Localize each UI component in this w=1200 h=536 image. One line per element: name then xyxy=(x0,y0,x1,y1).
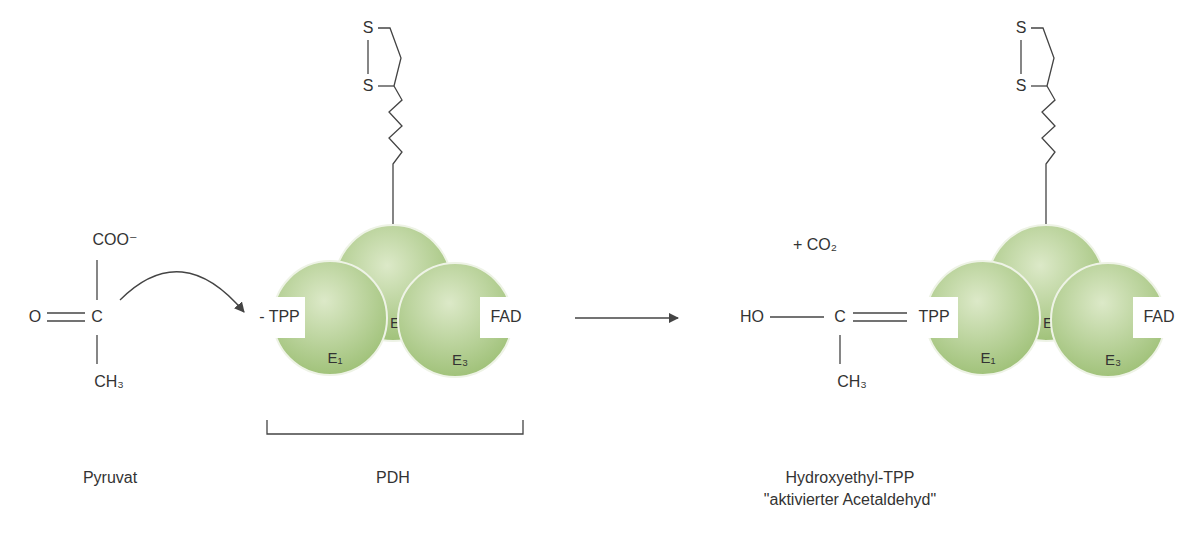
label-holder: COO⁻ xyxy=(93,231,138,249)
caption-label: PDH xyxy=(376,469,410,486)
label-holder: Pyruvat xyxy=(83,469,137,487)
cofactor-label: - TPP xyxy=(259,308,300,326)
double-bond xyxy=(853,312,907,313)
subunit-label: E₁ xyxy=(327,349,342,366)
label-holder: E₃ xyxy=(452,351,468,369)
carbon-chain xyxy=(1042,86,1055,226)
caption-label: "aktivierter Acetaldehyd" xyxy=(764,491,936,508)
methyl-group: CH₃ xyxy=(94,373,124,390)
label-holder: O xyxy=(29,308,41,326)
label-holder: "aktivierter Acetaldehyd" xyxy=(764,491,936,509)
reaction-arrow xyxy=(575,317,678,318)
label-holder: CH₃ xyxy=(94,373,124,391)
disulfide-bond xyxy=(367,40,368,74)
lipoamide-arm xyxy=(1021,28,1055,226)
cofactor-site: FAD xyxy=(480,297,532,338)
cofactor-site: TPP xyxy=(910,297,958,338)
label-holder: S xyxy=(363,77,374,95)
cofactor-site: - TPP xyxy=(254,297,305,338)
cofactor-site: FAD xyxy=(1133,297,1185,338)
single-bond xyxy=(770,316,824,317)
label-holder: E₃ xyxy=(1105,351,1121,369)
label-holder: S xyxy=(363,19,374,37)
caption-label: Hydroxyethyl-TPP xyxy=(786,469,915,486)
cofactor-label: FAD xyxy=(1143,308,1174,326)
label-holder: Hydroxyethyl-TPP xyxy=(786,469,915,487)
subunit-label: E₁ xyxy=(980,349,995,366)
enzyme-subunit: E₁- TPP xyxy=(271,259,389,377)
cofactor-label: TPP xyxy=(918,308,949,326)
label-holder: S xyxy=(1016,77,1027,95)
oxygen-atom: O xyxy=(29,308,41,325)
label-holder: E₁ xyxy=(327,349,342,367)
ring-bond xyxy=(1031,85,1047,86)
single-bond xyxy=(96,335,97,364)
ring-bond xyxy=(378,85,394,86)
label-holder: C xyxy=(91,308,103,326)
sulfur-atom: S xyxy=(1016,77,1027,94)
single-bond xyxy=(96,260,97,300)
ring-bond xyxy=(1031,28,1054,86)
label-holder: C xyxy=(834,308,846,326)
double-bond xyxy=(47,312,85,313)
enzyme-subunit: E₃FAD xyxy=(1049,261,1167,379)
label-holder: PDH xyxy=(376,469,410,487)
subunit-label: E₃ xyxy=(452,351,468,368)
single-bond xyxy=(839,335,840,364)
disulfide-bond xyxy=(1020,40,1021,74)
hydroxyl-group: HO xyxy=(740,308,764,325)
methyl-group: CH₃ xyxy=(837,373,867,390)
ring-bond xyxy=(378,28,401,86)
lipoamide-arm xyxy=(368,28,402,226)
enzyme-subunit: E₁TPP xyxy=(924,259,1042,377)
enzyme-subunit: E₃FAD xyxy=(396,261,514,379)
label-holder: HO xyxy=(740,308,764,326)
carbon-atom: C xyxy=(91,308,103,325)
cofactor-label: FAD xyxy=(490,308,521,326)
sulfur-atom: S xyxy=(363,19,374,36)
sulfur-atom: S xyxy=(363,77,374,94)
subunit-label: E₃ xyxy=(1105,351,1121,368)
caption-label: Pyruvat xyxy=(83,469,137,486)
product-label: + CO₂ xyxy=(793,236,837,253)
label-holder: S xyxy=(1016,19,1027,37)
double-bond xyxy=(47,320,85,321)
reaction-arrow xyxy=(120,272,244,312)
carbon-chain xyxy=(389,86,402,226)
carboxyl-group: COO⁻ xyxy=(93,231,138,248)
bracket xyxy=(267,420,523,434)
double-bond xyxy=(853,320,907,321)
label-holder: CH₃ xyxy=(837,373,867,391)
sulfur-atom: S xyxy=(1016,19,1027,36)
label-holder: E₁ xyxy=(980,349,995,367)
carbon-atom: C xyxy=(834,308,846,325)
label-holder: + CO₂ xyxy=(793,236,837,254)
